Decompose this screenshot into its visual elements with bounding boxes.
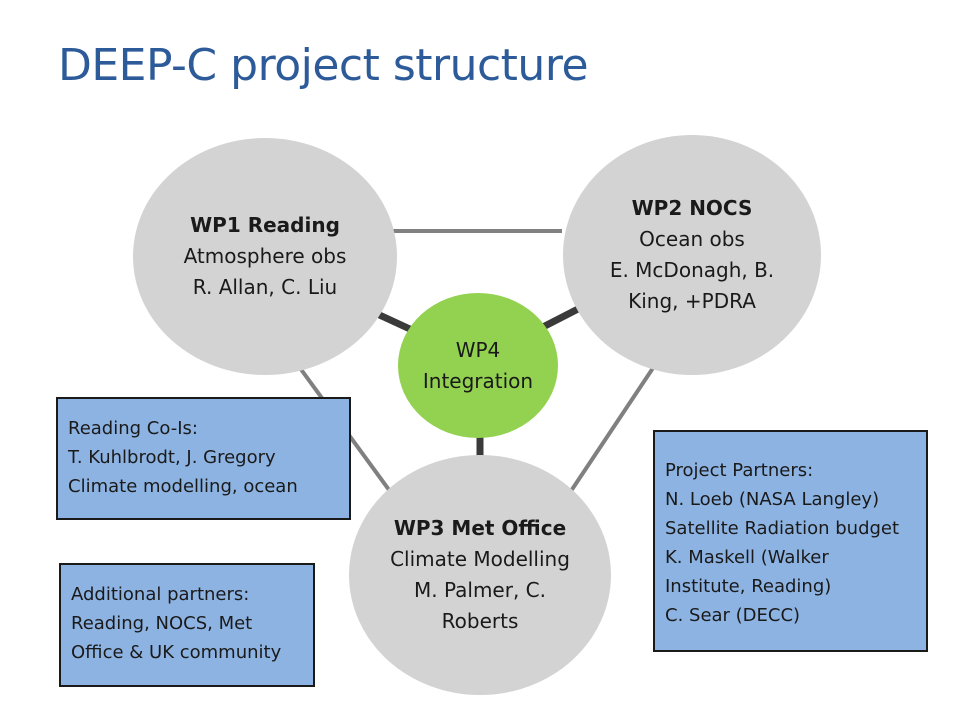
link-wp2-wp3	[569, 363, 657, 493]
wp1-line2: R. Allan, C. Liu	[192, 275, 338, 299]
wp2-line1: Ocean obs	[639, 227, 745, 251]
wp4-integration-circle: WP4 Integration	[398, 293, 558, 438]
additional-partners-line: Additional partners:	[71, 584, 250, 605]
wp3-name: WP3 Met Office	[393, 516, 567, 540]
additional-partners-box: Additional partners: Reading, NOCS, Met …	[59, 563, 315, 687]
reading-cois-line: Reading Co-Is:	[68, 418, 198, 439]
additional-partners-line: Reading, NOCS, Met	[71, 613, 253, 634]
wp1-name: WP1 Reading	[190, 213, 340, 237]
wp2-circle: WP2 NOCS Ocean obs E. McDonagh, B. King,…	[563, 135, 821, 375]
reading-cois-box: Reading Co-Is: T. Kuhlbrodt, J. Gregory …	[56, 397, 351, 520]
wp3-line1: Climate Modelling	[390, 547, 570, 571]
project-partners-line: Satellite Radiation budget	[665, 518, 900, 539]
wp2-line2: E. McDonagh, B.	[609, 258, 775, 282]
project-partners-line: N. Loeb (NASA Langley)	[665, 489, 880, 510]
project-partners-line: C. Sear (DECC)	[665, 605, 801, 626]
reading-cois-line: T. Kuhlbrodt, J. Gregory	[68, 447, 276, 468]
project-partners-box: Project Partners: N. Loeb (NASA Langley)…	[653, 430, 928, 652]
spoke-wp2-wp4	[539, 305, 580, 332]
slide-title: DEEP-C project structure	[58, 40, 589, 91]
reading-cois-line: Climate modelling, ocean	[68, 476, 298, 497]
project-partners-line: K. Maskell (Walker	[665, 547, 829, 568]
project-partners-line: Institute, Reading)	[665, 576, 832, 597]
wp3-line3: Roberts	[441, 609, 519, 633]
project-partners-line: Project Partners:	[665, 460, 814, 481]
additional-partners-line: Office & UK community	[71, 642, 282, 663]
wp4-line2: Integration	[422, 368, 534, 393]
wp2-line3: King, +PDRA	[628, 289, 756, 313]
wp3-line2: M. Palmer, C.	[414, 578, 546, 602]
wp3-circle: WP3 Met Office Climate Modelling M. Palm…	[349, 455, 611, 695]
wp1-line1: Atmosphere obs	[183, 244, 347, 268]
wp4-line1: WP4	[455, 337, 501, 362]
wp1-circle: WP1 Reading Atmosphere obs R. Allan, C. …	[133, 138, 397, 375]
wp2-name: WP2 NOCS	[631, 196, 753, 220]
